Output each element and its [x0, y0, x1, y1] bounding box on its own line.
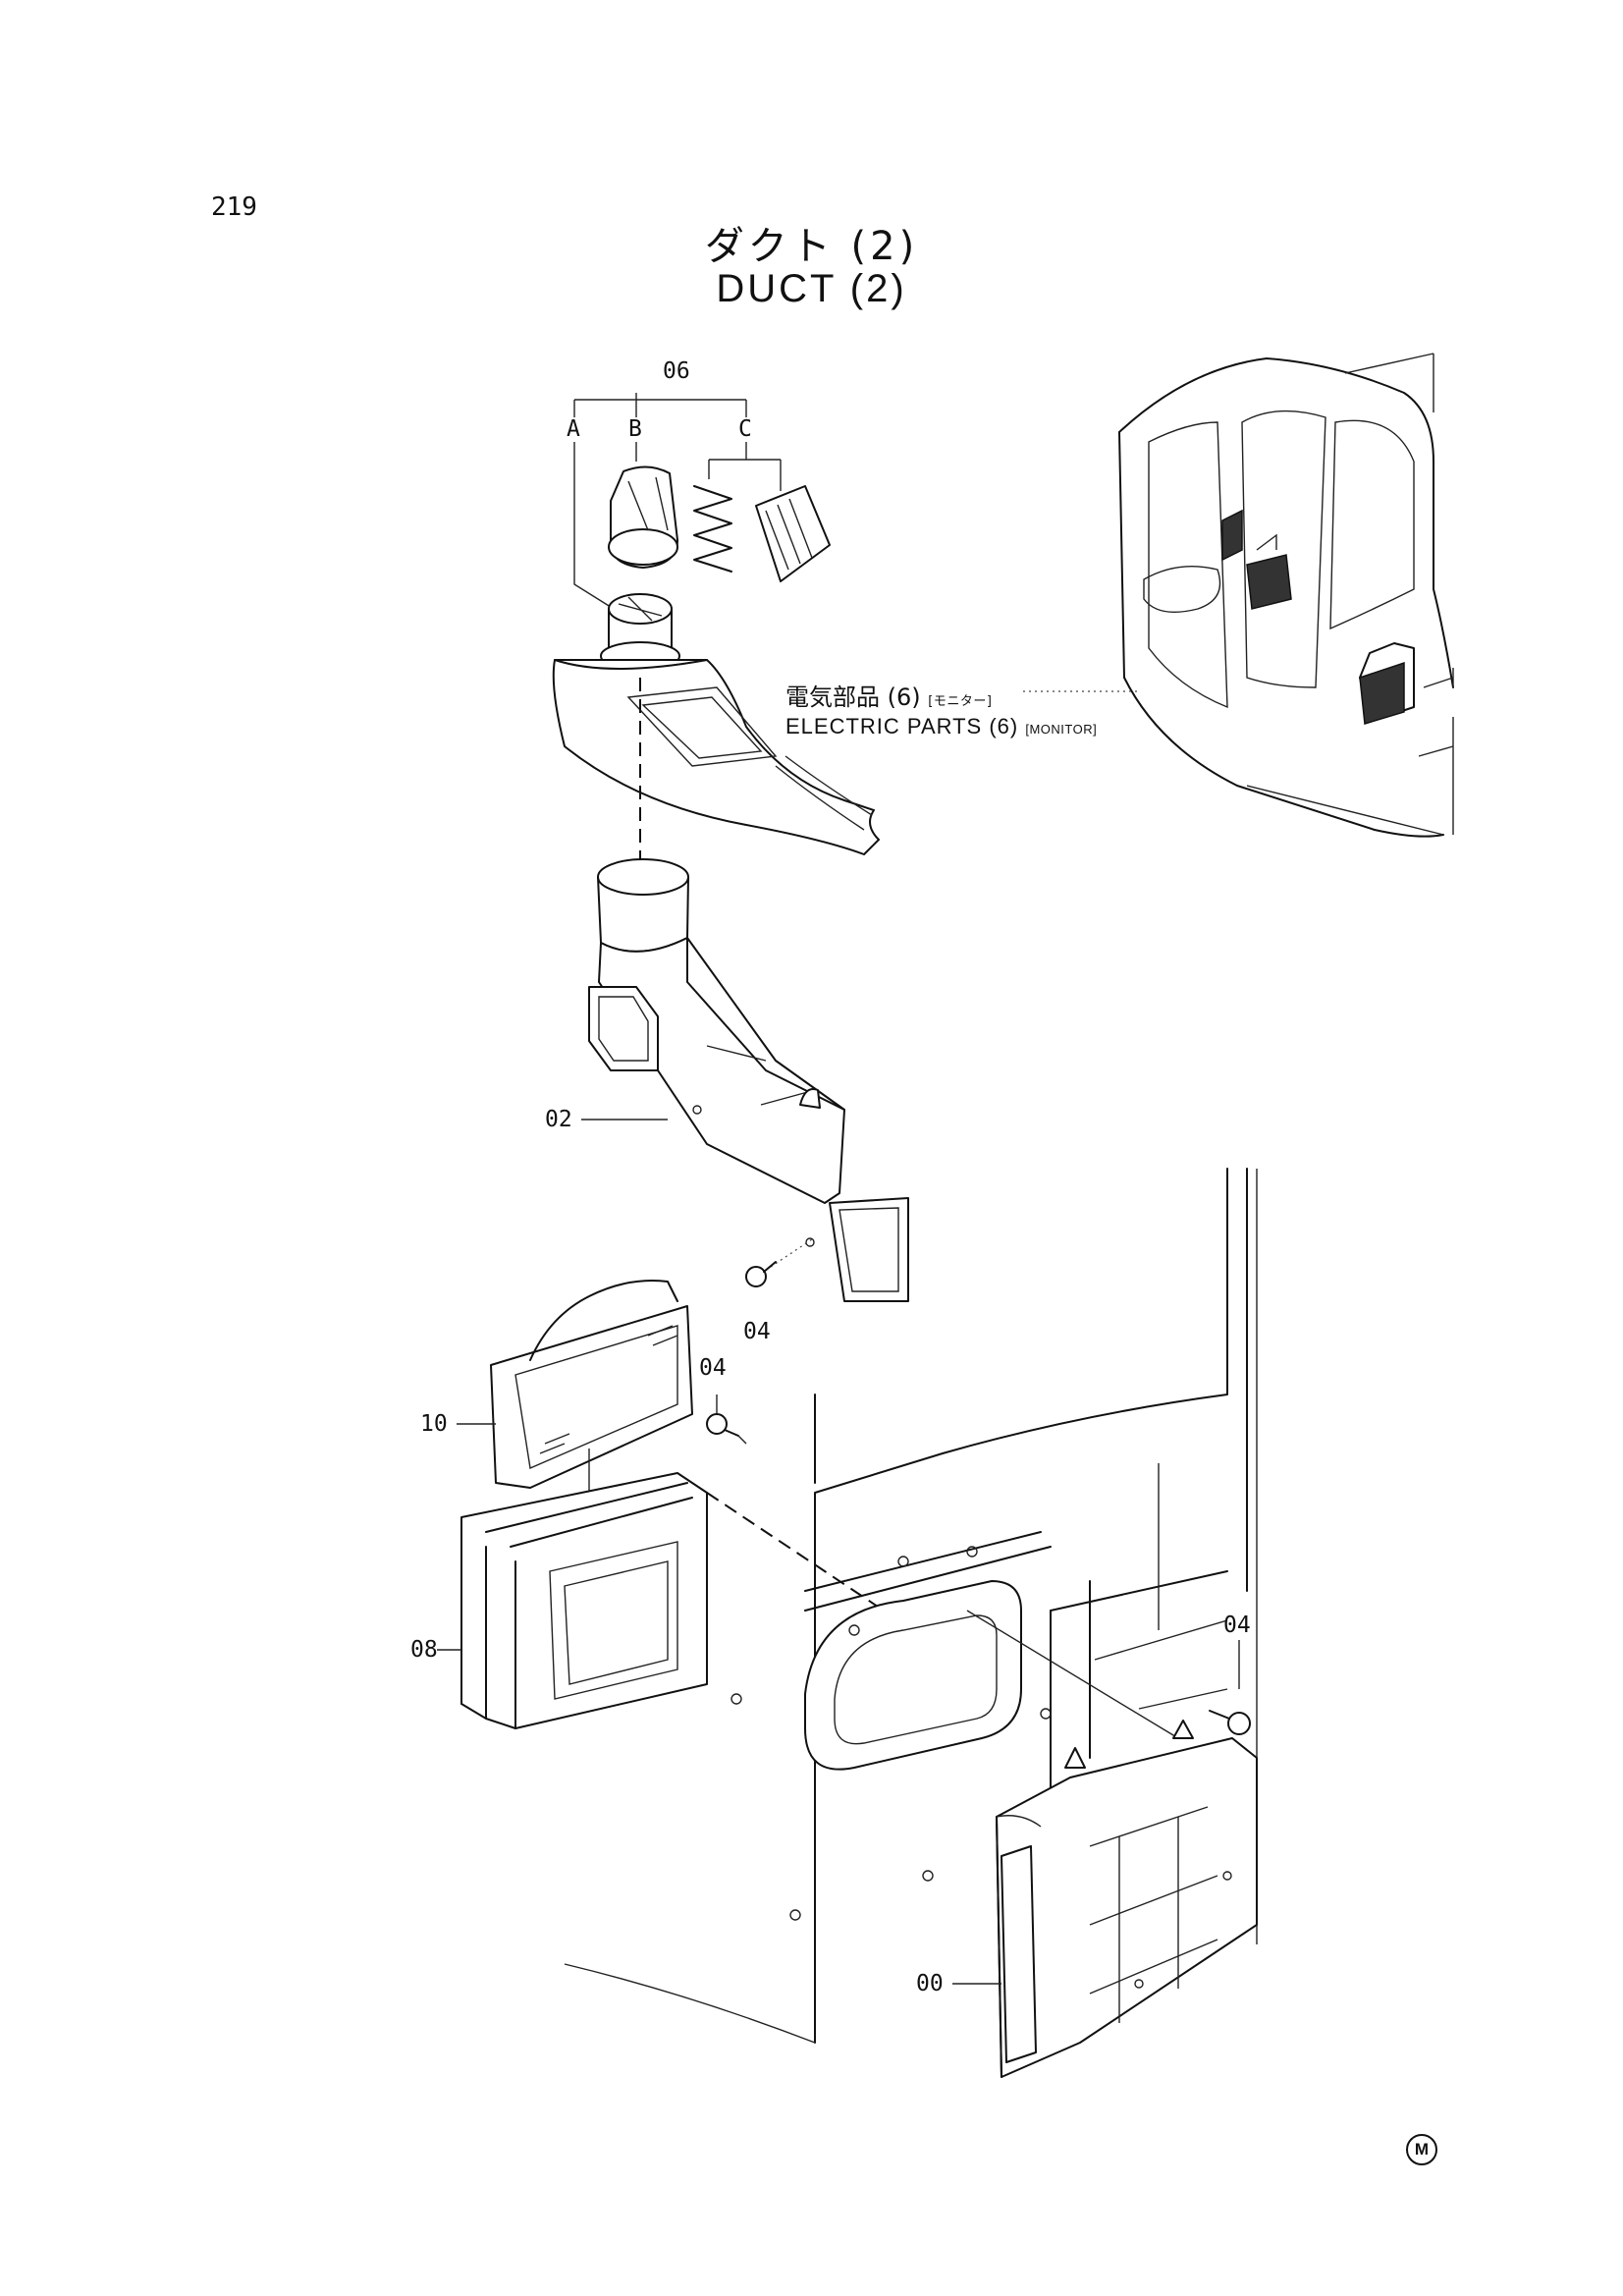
- part-10-filter: [490, 1280, 693, 1489]
- reference-label-japanese: 電気部品 (6) [モニター]: [785, 678, 992, 712]
- page-title-japanese: ダクト (2): [704, 224, 919, 269]
- callout-02: 02: [545, 1107, 572, 1132]
- part-08-filter-case: [460, 1472, 708, 1729]
- part-02-lower-duct: [588, 858, 909, 1302]
- screw-04-upper: [745, 1236, 816, 1287]
- part-00-cover: [996, 1720, 1258, 2078]
- callout-06a: A: [567, 416, 580, 442]
- page-number: 219: [211, 192, 257, 222]
- cab-rear-panel: [564, 1168, 1258, 2044]
- part-06c-grille: [755, 485, 831, 582]
- callout-04-middle: 04: [699, 1355, 727, 1381]
- callout-06c: C: [738, 416, 752, 442]
- callout-10: 10: [420, 1411, 448, 1437]
- cover-mount-leader: [966, 1610, 1179, 1739]
- page-title-english: DUCT (2): [716, 267, 907, 310]
- callout-06b: B: [628, 416, 642, 442]
- part-06c-spring: [693, 485, 732, 573]
- callout-04-right: 04: [1223, 1613, 1251, 1638]
- screw-04-middle: [706, 1394, 747, 1445]
- reference-english-sub: [MONITOR]: [1025, 722, 1098, 737]
- inset-cab-overview: [1118, 353, 1454, 838]
- callout-06-bracket: [573, 393, 782, 610]
- upper-duct-housing: [552, 659, 880, 855]
- part-06a-round-vent: [600, 593, 680, 671]
- reference-label-english: ELECTRIC PARTS (6) [MONITOR]: [785, 714, 1097, 739]
- model-mark-symbol: M: [1406, 2134, 1437, 2165]
- reference-japanese-text: 電気部品 (6): [785, 683, 921, 711]
- callout-08: 08: [410, 1637, 438, 1663]
- callout-04-upper: 04: [743, 1319, 771, 1344]
- screw-04-right: [1209, 1640, 1251, 1735]
- reference-english-text: ELECTRIC PARTS (6): [785, 714, 1019, 738]
- connection-dash-diagonal: [706, 1492, 885, 1612]
- callout-06: 06: [663, 358, 690, 384]
- reference-japanese-sub: [モニター]: [928, 694, 993, 709]
- callout-00: 00: [916, 1971, 944, 1996]
- part-06b-nozzle: [608, 465, 678, 569]
